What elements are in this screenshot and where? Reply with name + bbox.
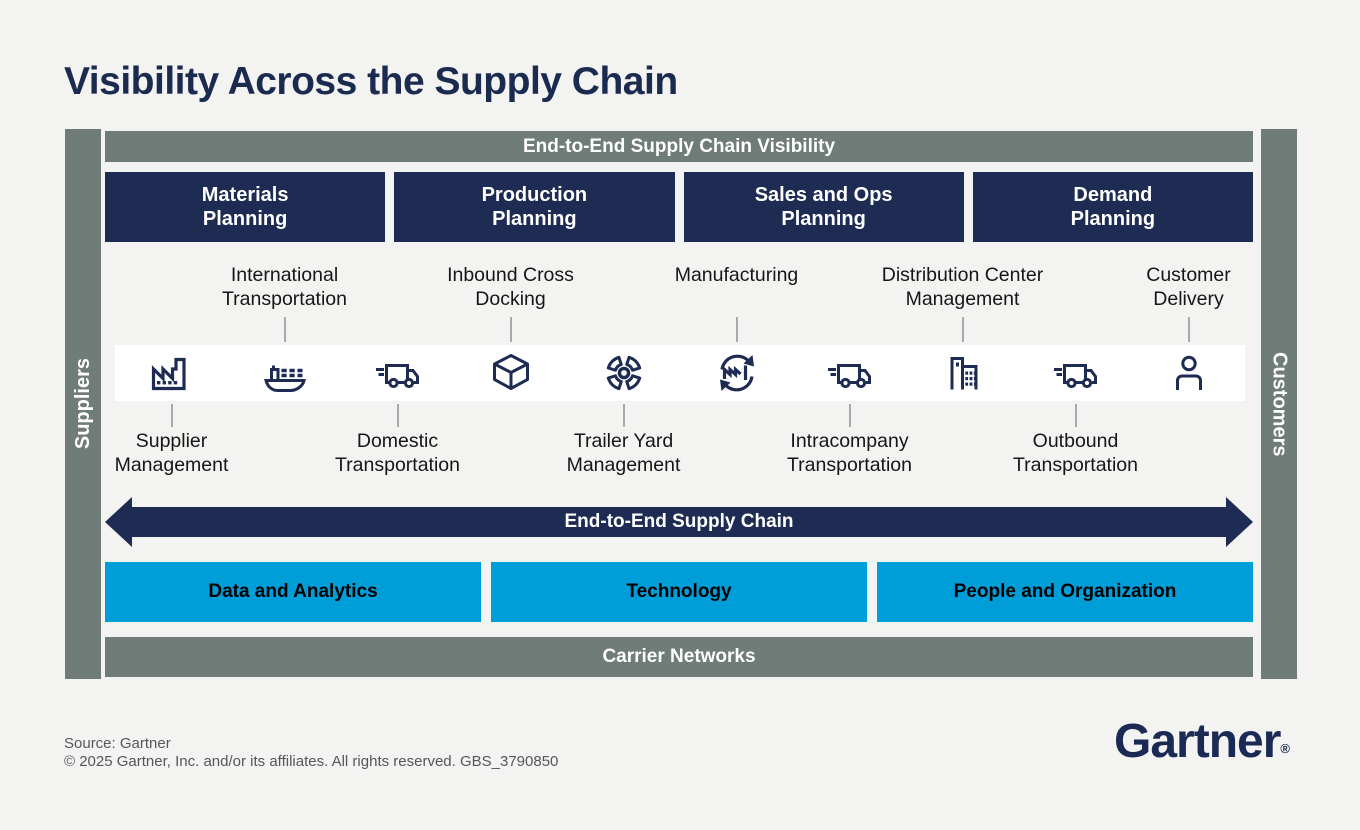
page-title: Visibility Across the Supply Chain bbox=[64, 60, 678, 103]
connector-tick bbox=[848, 404, 851, 427]
truck-icon bbox=[374, 349, 422, 397]
foundation-box-data-and-analytics: Data and Analytics bbox=[105, 562, 481, 622]
connector-tick bbox=[961, 317, 964, 342]
factory-icon bbox=[148, 349, 196, 397]
suppliers-sidebar: Suppliers bbox=[65, 129, 101, 679]
stage-label: International Transportation bbox=[221, 264, 347, 310]
copyright-note: © 2025 Gartner, Inc. and/or its affiliat… bbox=[64, 753, 559, 770]
end-to-end-chain-label: End-to-End Supply Chain bbox=[564, 511, 794, 532]
package-icon bbox=[487, 349, 535, 397]
foundation-box-technology: Technology bbox=[491, 562, 867, 622]
stage-label: Domestic Transportation bbox=[334, 430, 460, 476]
stage-label: Customer Delivery bbox=[1146, 264, 1231, 310]
stage-label: Intracompany Transportation bbox=[786, 430, 912, 476]
planning-row: Materials Planning Production Planning S… bbox=[105, 172, 1253, 242]
end-to-end-visibility-label: End-to-End Supply Chain Visibility bbox=[522, 135, 836, 157]
planning-box-sales-and-ops: Sales and Ops Planning bbox=[683, 172, 964, 242]
manufacturing-cycle-icon bbox=[713, 349, 761, 397]
planning-box-production: Production Planning bbox=[394, 172, 675, 242]
stage-label: Distribution Center Management bbox=[881, 264, 1044, 310]
registered-mark: ® bbox=[1280, 741, 1290, 756]
connector-tick bbox=[396, 404, 399, 427]
fan-icon bbox=[600, 349, 648, 397]
customers-sidebar: Customers bbox=[1261, 129, 1297, 679]
stage-label: Supplier Management bbox=[114, 430, 229, 476]
connector-tick bbox=[283, 317, 286, 342]
cargo-ship-icon bbox=[261, 349, 309, 397]
building-icon bbox=[939, 349, 987, 397]
connector-tick bbox=[1187, 317, 1190, 342]
foundation-row: Data and Analytics Technology People and… bbox=[105, 562, 1253, 622]
carrier-networks-label: Carrier Networks bbox=[602, 646, 756, 667]
truck-icon bbox=[826, 349, 874, 397]
person-icon bbox=[1165, 349, 1213, 397]
stage-label: Outbound Transportation bbox=[1012, 430, 1138, 476]
customers-label: Customers bbox=[1268, 351, 1291, 457]
stage-label: Trailer Yard Management bbox=[566, 430, 681, 476]
stage-label: Manufacturing bbox=[674, 264, 799, 286]
connector-tick bbox=[622, 404, 625, 427]
foundation-box-people-and-organization: People and Organization bbox=[877, 562, 1253, 622]
gartner-logo: Gartner® bbox=[1114, 714, 1290, 769]
connector-tick bbox=[735, 317, 738, 342]
truck-icon bbox=[1052, 349, 1100, 397]
footer: Source: Gartner © 2025 Gartner, Inc. and… bbox=[64, 735, 764, 771]
connector-tick bbox=[509, 317, 512, 342]
connector-tick bbox=[170, 404, 173, 427]
stage-label: Inbound Cross Docking bbox=[447, 264, 574, 310]
connector-tick bbox=[1074, 404, 1077, 427]
source-note: Source: Gartner bbox=[64, 735, 171, 752]
gartner-logo-text: Gartner bbox=[1114, 715, 1281, 768]
planning-box-demand: Demand Planning bbox=[972, 172, 1253, 242]
end-to-end-visibility-bar: End-to-End Supply Chain Visibility bbox=[105, 131, 1253, 162]
end-to-end-chain-arrow bbox=[105, 497, 1253, 547]
planning-box-materials: Materials Planning bbox=[105, 172, 386, 242]
carrier-networks-bar: Carrier Networks bbox=[105, 637, 1253, 677]
